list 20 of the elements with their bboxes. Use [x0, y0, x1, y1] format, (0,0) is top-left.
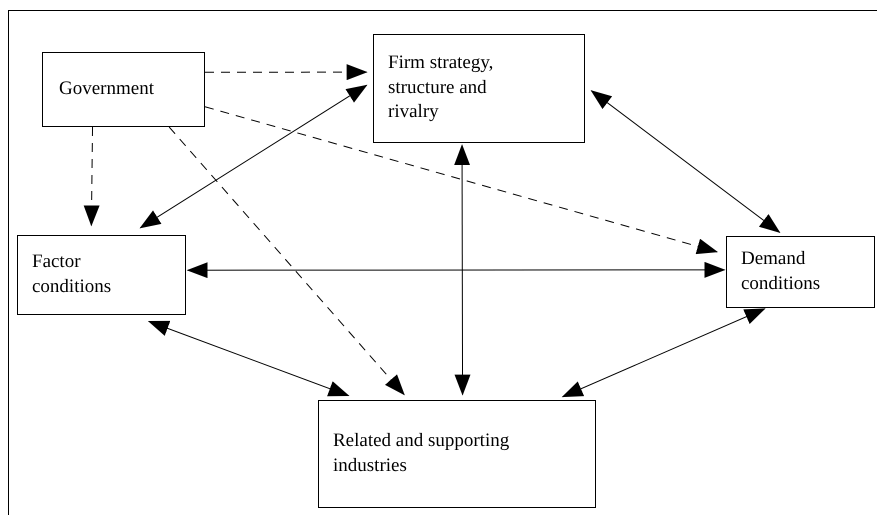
box-label: Factor conditions: [32, 250, 112, 299]
arrow: [148, 320, 350, 396]
box-label: Demand conditions: [741, 247, 822, 296]
arrow: [590, 90, 780, 233]
arrow: [562, 308, 766, 398]
arrow: [204, 106, 718, 254]
arrow: [204, 64, 368, 80]
arrow: [454, 144, 471, 396]
factor-box: [318, 400, 596, 508]
box-label: Firm strategy, structure and rivalry: [388, 51, 494, 124]
arrow: [186, 262, 726, 278]
arrow: [168, 126, 405, 396]
arrow: [140, 84, 368, 228]
factor-box: [373, 34, 585, 143]
factor-box: [17, 235, 186, 315]
arrow: [84, 126, 100, 226]
factor-box: [726, 236, 875, 308]
box-label: Government: [59, 77, 154, 102]
box-label: Related and supporting industries: [333, 429, 510, 478]
factor-box: [42, 52, 205, 127]
